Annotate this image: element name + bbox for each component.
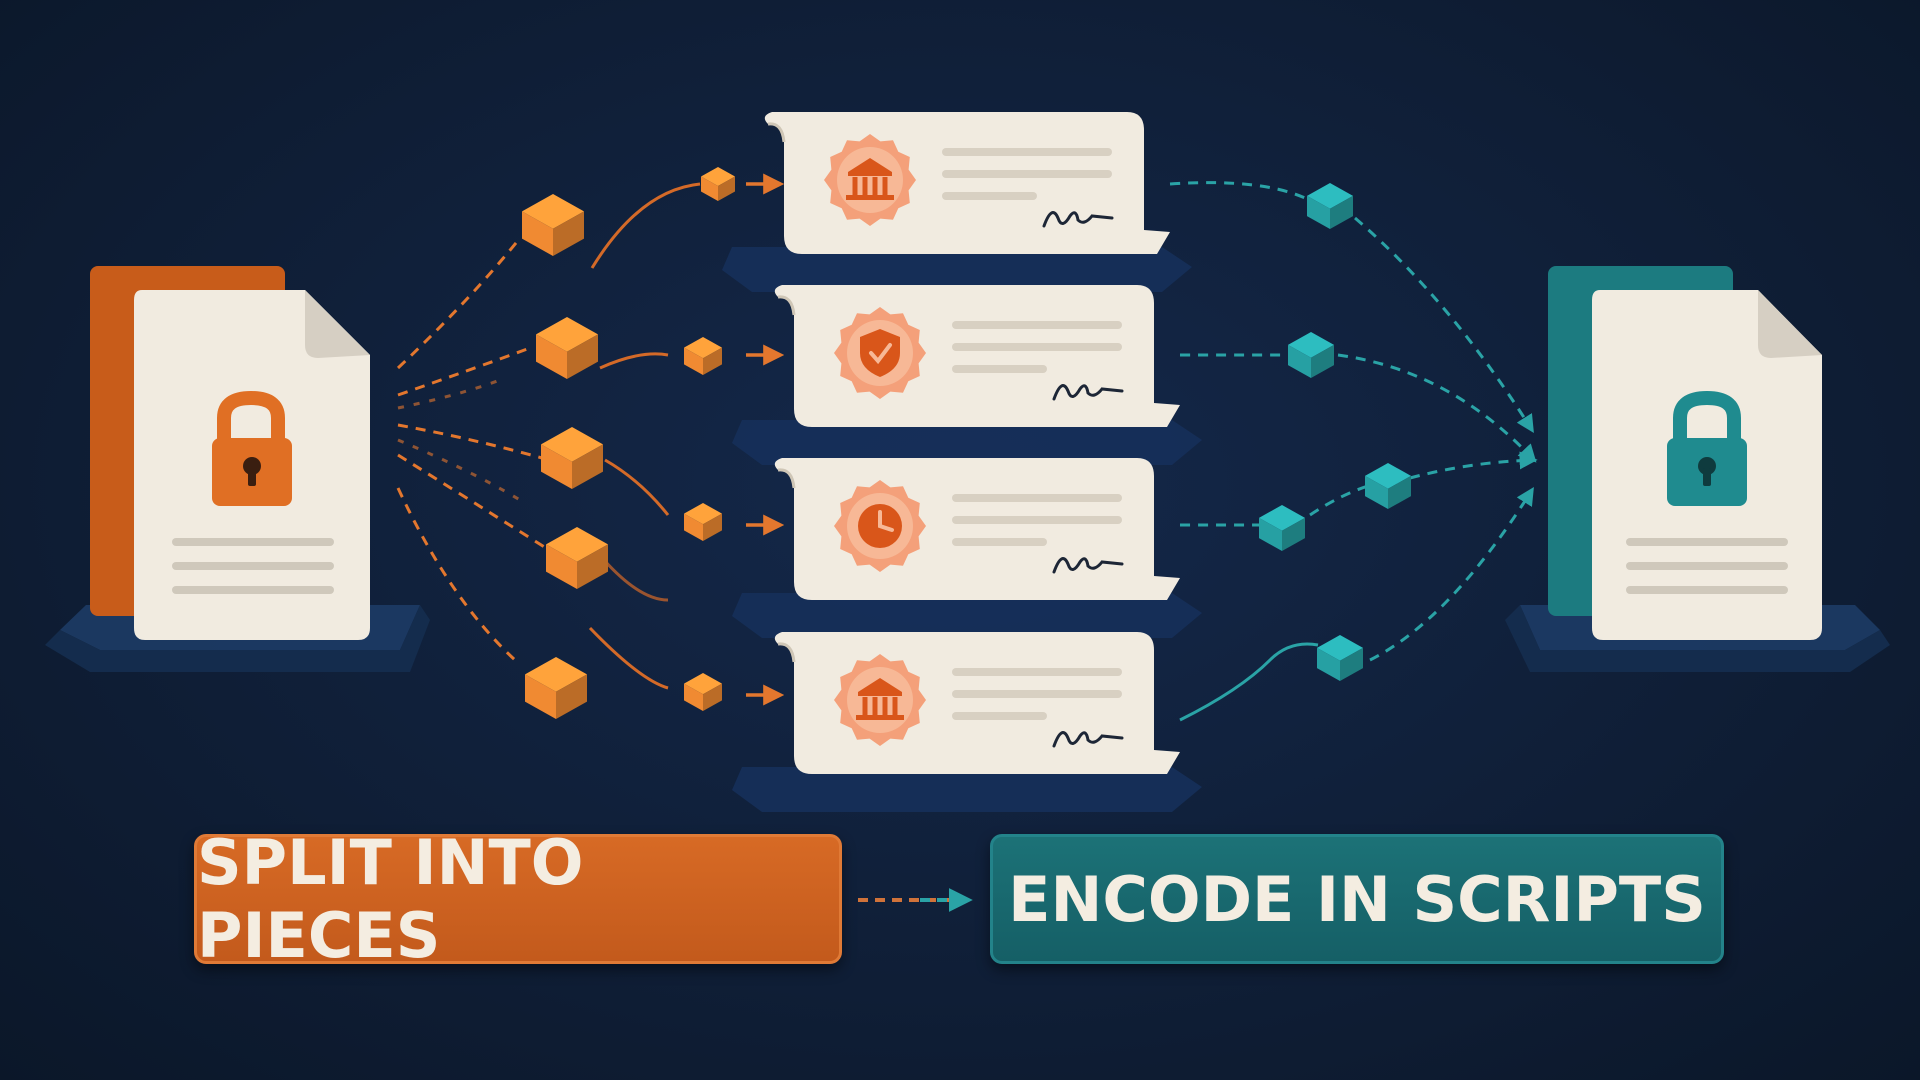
piece-cubes-teal [1259,183,1411,681]
lock-icon [1667,390,1747,506]
cube-icon [684,503,722,541]
lock-icon [212,390,292,506]
signature-icon [1052,557,1124,574]
cube-icon [1317,635,1363,681]
piece-flow-lines [588,182,701,690]
split-connectors [396,237,547,662]
cube-icon [684,673,722,711]
signature-icon [1042,211,1114,228]
cube-icon [541,427,603,489]
cube-icon [1259,505,1305,551]
split-into-pieces-label: SPLIT INTO PIECES [194,826,842,972]
cube-icon [701,167,735,201]
script-scrolls [722,112,1202,812]
script-scroll [732,285,1202,465]
signature-icon [1052,731,1124,748]
source-document [45,266,430,672]
piece-cubes-orange [522,167,735,719]
cube-icon [1288,332,1334,378]
cube-icon [546,527,608,589]
clock-icon [858,504,902,548]
output-document [1505,266,1890,672]
encode-in-scripts-label: ENCODE IN SCRIPTS [990,834,1724,964]
shield-check-icon [860,329,900,377]
script-scroll [732,632,1202,812]
bank-icon [856,678,904,720]
encode-connectors [1169,181,1538,662]
script-arrows [746,173,785,706]
cube-icon [684,337,722,375]
cube-icon [536,317,598,379]
cube-icon [1365,463,1411,509]
cube-icon [1307,183,1353,229]
script-scroll [732,458,1202,638]
encode-flow-line [1179,642,1319,722]
bank-icon [846,158,894,200]
script-scroll [722,112,1192,292]
cube-icon [525,657,587,719]
cube-icon [522,194,584,256]
signature-icon [1052,384,1124,401]
